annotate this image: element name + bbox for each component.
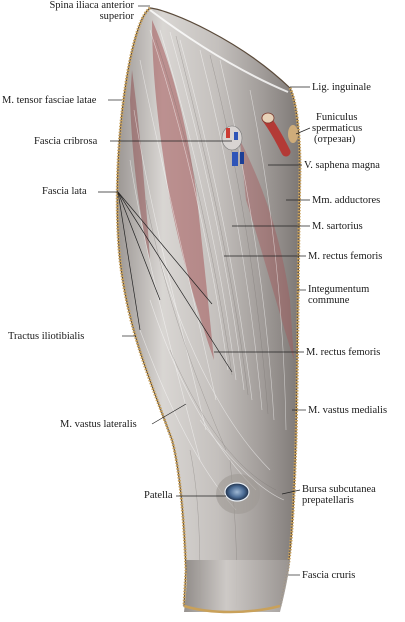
- label-patella: Patella: [144, 490, 173, 501]
- label-adductores: Mm. adductores: [312, 195, 381, 206]
- label-bursa: Bursa subcutanea prepatellaris: [302, 484, 376, 506]
- label-spina-iliaca-line2: superior: [99, 11, 134, 22]
- lower-leg: [184, 560, 290, 612]
- label-bursa-line2: prepatellaris: [302, 495, 354, 506]
- label-saphena-magna: V. saphena magna: [304, 160, 380, 171]
- label-funiculus-line1: Funiculus: [316, 112, 358, 123]
- label-funiculus-line2: spermaticus: [312, 123, 363, 134]
- label-integumentum-line2: commune: [308, 295, 350, 306]
- label-spina-iliaca-line1: Spina iliaca anterior: [49, 0, 134, 11]
- label-integumentum-line1: Integumentum: [308, 284, 370, 295]
- fascia-cribrosa-vessels: [221, 125, 244, 166]
- label-tractus-iliotibialis: Tractus iliotibialis: [8, 331, 85, 342]
- label-fascia-cruris: Fascia cruris: [302, 570, 356, 581]
- muscle-shading: [152, 20, 214, 360]
- label-rectus-femoris-upper: M. rectus femoris: [308, 251, 383, 262]
- label-vastus-lateralis: M. vastus lateralis: [60, 419, 137, 430]
- label-rectus-femoris-lower: M. rectus femoris: [306, 347, 381, 358]
- label-integumentum: Integumentum commune: [308, 284, 369, 306]
- adductor-shading: [240, 140, 294, 360]
- label-spina-iliaca: Spina iliaca anterior superior: [12, 0, 134, 22]
- fascia-fibres: [129, 29, 287, 511]
- label-fascia-cribrosa: Fascia cribrosa: [34, 136, 98, 147]
- leader-lines: [98, 5, 311, 576]
- label-sartorius: M. sartorius: [312, 221, 363, 232]
- label-funiculus: Funiculus spermaticus (отрезан): [312, 112, 363, 145]
- patella: [216, 474, 260, 514]
- label-tensor-fasciae-latae: M. tensor fasciae latae: [2, 95, 97, 106]
- spermatic-cord: [261, 112, 298, 157]
- skin-edge-medial: [278, 87, 302, 607]
- label-funiculus-line3: (отрезан): [314, 134, 356, 145]
- inguinal-ligament: [149, 9, 289, 93]
- label-vastus-medialis: M. vastus medialis: [308, 405, 388, 416]
- label-lig-inguinale: Lig. inguinale: [312, 82, 371, 93]
- cut-edge-bottom: [183, 604, 281, 614]
- label-bursa-line1: Bursa subcutanea: [302, 484, 376, 495]
- label-fascia-lata: Fascia lata: [42, 186, 87, 197]
